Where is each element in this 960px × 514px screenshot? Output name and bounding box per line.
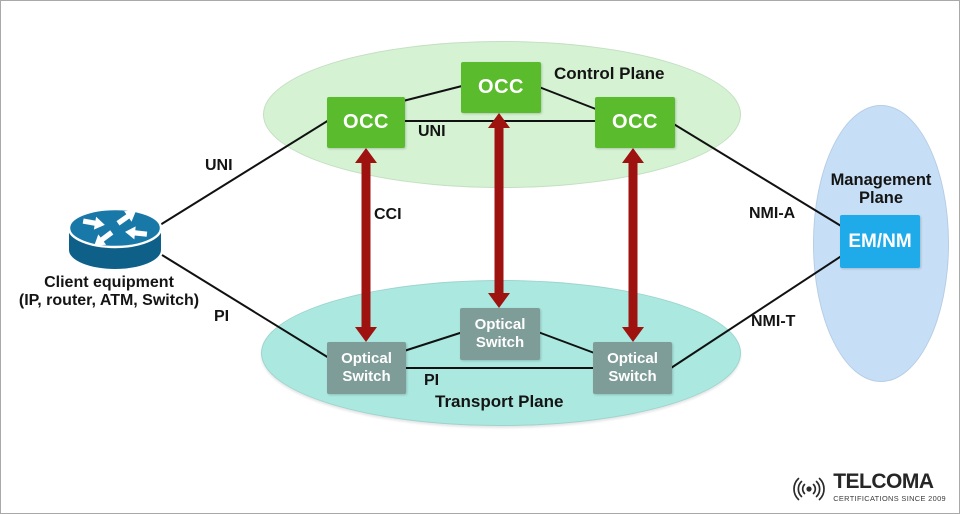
optical-switch-left-label: Optical Switch bbox=[341, 350, 392, 385]
optical-switch-middle-label: Optical Switch bbox=[474, 316, 526, 351]
management-plane-title: Management Plane bbox=[830, 171, 932, 208]
router-icon bbox=[67, 205, 163, 269]
optical-switch-right-label: Optical Switch bbox=[607, 350, 658, 385]
node-optical-switch-right: Optical Switch bbox=[593, 342, 672, 394]
cci-arrow-left bbox=[355, 148, 377, 342]
cci-arrow-middle bbox=[488, 113, 510, 308]
node-occ-right: OCC bbox=[595, 97, 675, 148]
control-plane-title: Control Plane bbox=[554, 64, 665, 83]
client-caption-line1: Client equipment bbox=[44, 274, 174, 291]
signal-waves-icon bbox=[793, 477, 826, 501]
node-em-nm: EM/NM bbox=[840, 215, 920, 268]
nni-line-occmid-occright bbox=[538, 86, 607, 114]
uni-label-client: UNI bbox=[205, 157, 233, 174]
nmi-t-line bbox=[670, 252, 847, 369]
logo-brand-text: TELCOMA bbox=[833, 470, 934, 493]
nmi-t-label: NMI-T bbox=[751, 313, 796, 330]
uni-line-client-occ bbox=[159, 119, 330, 226]
telcoma-logo: TELCOMA CERTIFICATIONS SINCE 2009 bbox=[787, 471, 946, 504]
logo-tagline-text: CERTIFICATIONS SINCE 2009 bbox=[833, 494, 946, 503]
node-occ-left: OCC bbox=[327, 97, 405, 148]
pi-label-client: PI bbox=[214, 308, 230, 325]
occ-left-label: OCC bbox=[343, 111, 389, 133]
node-occ-middle: OCC bbox=[461, 62, 541, 113]
nmi-a-label: NMI-A bbox=[749, 205, 796, 222]
em-nm-label: EM/NM bbox=[848, 230, 912, 252]
client-caption-line2: (IP, router, ATM, Switch) bbox=[18, 292, 200, 310]
transport-plane-title: Transport Plane bbox=[435, 392, 564, 411]
line-switchmid-switchright bbox=[537, 331, 598, 355]
occ-middle-label: OCC bbox=[478, 76, 524, 98]
nni-line-occleft-occmid bbox=[402, 85, 463, 102]
pi-label-transport: PI bbox=[424, 372, 440, 389]
occ-right-label: OCC bbox=[612, 111, 658, 133]
pi-line-client-switch bbox=[161, 254, 330, 359]
node-optical-switch-middle: Optical Switch bbox=[460, 308, 540, 360]
client-equipment-caption: Client equipment (IP, router, ATM, Switc… bbox=[4, 274, 214, 311]
uni-label-nni: UNI bbox=[418, 123, 446, 140]
cci-arrow-right bbox=[622, 148, 644, 342]
nmi-a-line bbox=[671, 122, 847, 230]
line-switchleft-switchmid bbox=[403, 331, 464, 352]
node-optical-switch-left: Optical Switch bbox=[327, 342, 406, 394]
cci-label: CCI bbox=[374, 206, 402, 223]
